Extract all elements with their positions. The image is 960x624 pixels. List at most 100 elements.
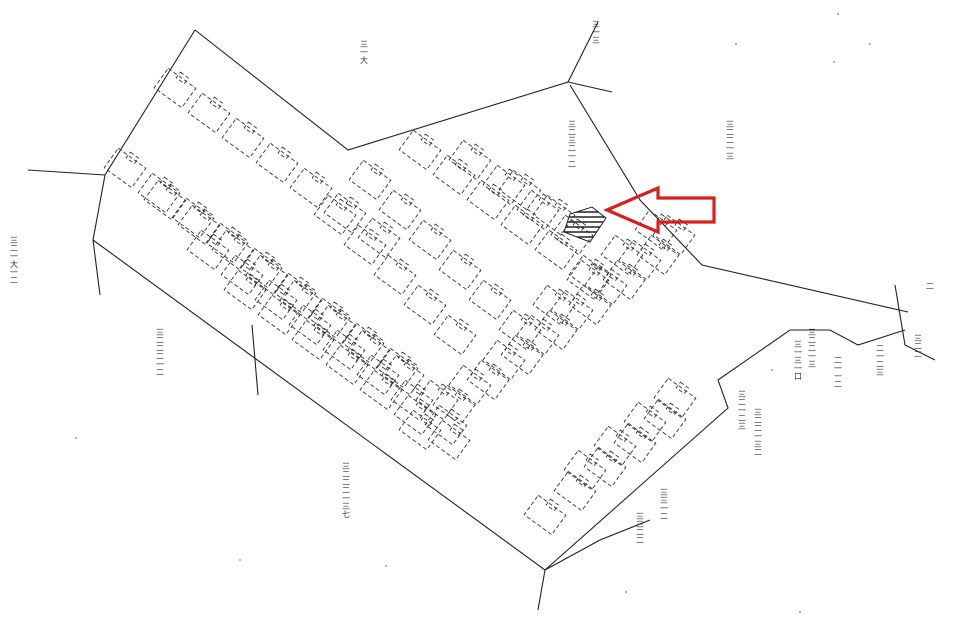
- building-lot-entry: [520, 313, 535, 327]
- building-lot: [516, 189, 560, 231]
- building-lot: [291, 319, 335, 361]
- building-lot: [187, 92, 231, 134]
- building-lot-entry: [520, 173, 535, 187]
- lot-label: 三二二二一二: [156, 328, 165, 376]
- lot-label: 三二二: [914, 334, 923, 358]
- building-lot: [343, 224, 387, 266]
- lot-label: 二一一二: [834, 356, 843, 388]
- building-lot: [289, 167, 333, 209]
- building-lot: [448, 139, 492, 181]
- highlighted-parcel: [563, 206, 607, 243]
- building-lot: [534, 309, 578, 351]
- building-lot-entry: [344, 333, 359, 347]
- building-lot-entry: [665, 402, 680, 416]
- building-lot-entry: [572, 218, 587, 232]
- building-lot: [466, 359, 510, 401]
- building-lot: [568, 254, 612, 296]
- building-lot-entry: [446, 408, 461, 422]
- boundary-east-corner: [894, 284, 936, 361]
- building-lot: [600, 234, 644, 276]
- building-lot: [553, 470, 597, 512]
- building-lot-entry: [378, 358, 393, 372]
- lot-label: 三二一大一二: [10, 236, 19, 284]
- building-lot-entry: [310, 308, 325, 322]
- building-lot-entry: [522, 208, 537, 222]
- building-lot-entry: [449, 423, 464, 437]
- building-lot-entry: [209, 96, 224, 110]
- building-lot: [602, 259, 646, 301]
- building-lot: [623, 401, 667, 443]
- building-lot: [584, 264, 628, 306]
- building-lot: [393, 394, 437, 436]
- building-lot-entry: [175, 71, 190, 85]
- building-lot-entry: [675, 381, 690, 395]
- building-lot-entry: [575, 474, 590, 488]
- building-lot-entry: [645, 405, 660, 419]
- lot-label: 二: [926, 282, 935, 290]
- building-lot-entry: [554, 198, 569, 212]
- boundary-west: [92, 29, 196, 296]
- boundary-southeast-road: [544, 519, 651, 571]
- building-lot: [403, 284, 447, 326]
- building-lot: [273, 272, 317, 314]
- building-lot: [468, 279, 512, 321]
- building-lot-entry: [345, 196, 360, 210]
- building-lot-entry: [277, 146, 292, 160]
- building-lot-entry: [556, 233, 571, 247]
- building-lot-entry: [245, 273, 260, 287]
- building-lot: [220, 254, 264, 296]
- building-lot: [432, 154, 476, 196]
- building-lot: [534, 229, 578, 271]
- lot-label: 三一三: [592, 20, 601, 44]
- building-lot: [466, 179, 510, 221]
- building-lot: [498, 169, 542, 211]
- building-lot-entry: [455, 318, 470, 332]
- building-lot: [348, 159, 392, 201]
- building-lot: [137, 172, 181, 214]
- building-lot: [398, 129, 442, 171]
- building-lot: [636, 234, 680, 276]
- lot-label: 三二三二一二: [568, 120, 577, 168]
- building-lot: [634, 209, 678, 251]
- building-lot: [550, 289, 594, 331]
- building-lot-entry: [208, 233, 223, 247]
- building-lot-entry: [635, 426, 650, 440]
- building-lot-entry: [329, 301, 344, 315]
- building-lot-entry: [488, 363, 503, 377]
- building-lot-entry: [242, 258, 257, 272]
- building-lot: [186, 229, 230, 271]
- building-lot-entry: [276, 283, 291, 297]
- building-lot-entry: [674, 218, 689, 232]
- building-lot-entry: [605, 450, 620, 464]
- boundary-southeast: [544, 379, 729, 571]
- building-lot-entry: [363, 326, 378, 340]
- building-lot: [171, 197, 215, 239]
- building-lot-entry: [522, 338, 537, 352]
- building-lot: [482, 164, 526, 206]
- building-lot-entry: [470, 143, 485, 157]
- building-lot: [375, 347, 419, 389]
- building-lot-entry: [227, 226, 242, 240]
- lot-label: 二一二三: [876, 344, 885, 376]
- building-lot-entry: [370, 163, 385, 177]
- building-lot: [550, 214, 594, 256]
- building-lot: [613, 422, 657, 464]
- building-lot: [498, 309, 542, 351]
- building-lot-entry: [538, 318, 553, 332]
- building-lot-entry: [420, 133, 435, 147]
- building-lot-entry: [504, 168, 519, 182]
- building-lot-entry: [588, 263, 603, 277]
- building-lot-entry: [395, 258, 410, 272]
- boundary-south: [92, 239, 546, 611]
- lot-label: 三二二一三: [726, 120, 735, 160]
- building-lot: [593, 425, 637, 467]
- parcel-boundaries: [27, 21, 936, 611]
- building-lot: [221, 117, 265, 159]
- building-lot-entry: [412, 383, 427, 397]
- building-lot-entry: [415, 398, 430, 412]
- building-lot-entry: [311, 171, 326, 185]
- lot-labels: 三一大 三一三 三二三二一二 三二一大一二 三二二二一二 三二二二一三七 三二二…: [10, 20, 935, 544]
- building-lot-entry: [379, 221, 394, 235]
- building-lot: [523, 494, 567, 536]
- building-lot-entry: [622, 238, 637, 252]
